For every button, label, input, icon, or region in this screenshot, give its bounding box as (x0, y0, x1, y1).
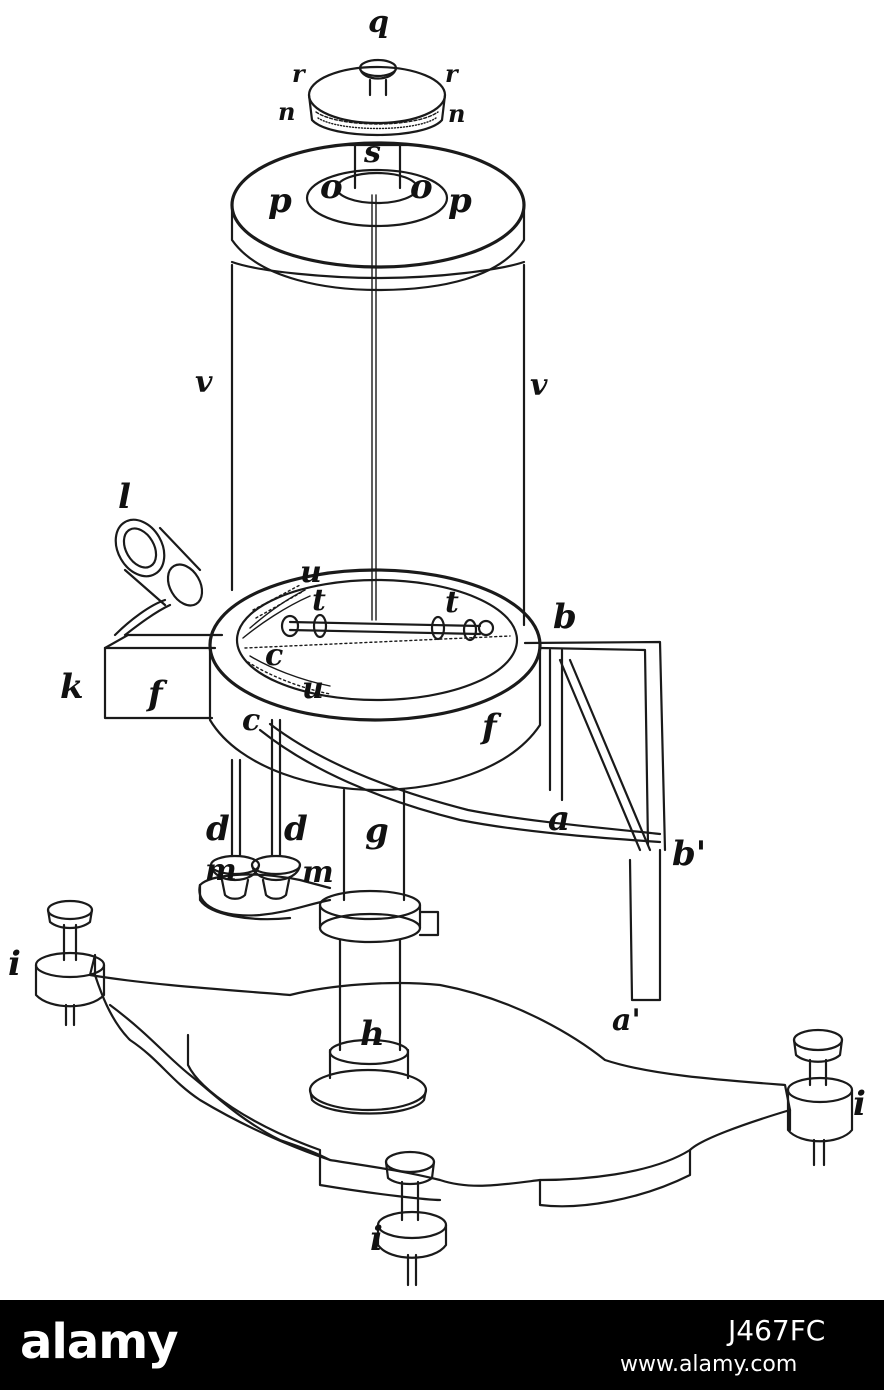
label-b: b (553, 597, 577, 637)
stock-url: www.alamy.com (620, 1352, 798, 1377)
deflection-arm (258, 640, 667, 1002)
label-i-front: i (370, 1219, 383, 1259)
label-q: q (368, 5, 389, 40)
label-k: k (60, 667, 84, 707)
watermark-footer: alamy J467FC www.alamy.com (0, 1300, 884, 1390)
torsion-balance-figure: q r r n n s o o p p v v l u t t b c k f … (8, 5, 866, 1287)
label-a-prime: a' (612, 1003, 641, 1038)
label-b-prime: b' (672, 834, 706, 874)
label-u-bottom: u (302, 671, 324, 706)
torsion-head (305, 58, 449, 228)
eyepiece (114, 518, 204, 607)
image-id: J467FC (728, 1314, 826, 1347)
label-r-right: r (445, 59, 460, 88)
label-c-upper: c (265, 638, 283, 673)
label-n-right: n (448, 99, 465, 128)
label-i-right: i (853, 1084, 866, 1124)
watermark-logo: alamy (20, 1314, 179, 1370)
label-i-left: i (8, 944, 21, 984)
lower-drum (208, 568, 542, 792)
base-plate (88, 953, 792, 1208)
side-box (103, 598, 224, 720)
label-t-left: t (312, 583, 326, 618)
apparatus-drawing: q r r n n s o o p p v v l u t t b c k f … (8, 5, 866, 1287)
label-c-lower: c (242, 703, 260, 738)
leveling-foot-left (34, 899, 106, 1027)
label-n-left: n (278, 97, 295, 126)
label-f-left: f (146, 674, 168, 714)
electrode-bracket (198, 718, 332, 921)
label-g: g (365, 811, 389, 851)
label-u-top: u (300, 555, 322, 590)
label-l: l (118, 477, 131, 517)
label-v-left: v (195, 365, 213, 400)
label-m-left: m (205, 853, 237, 888)
label-t-right: t (445, 585, 459, 620)
label-m-right: m (302, 855, 334, 890)
leveling-foot-right (786, 1028, 854, 1167)
label-r-left: r (292, 59, 307, 88)
label-d-right: d (284, 809, 308, 849)
label-a: a (548, 799, 570, 839)
label-h: h (360, 1014, 385, 1054)
pillar (308, 788, 440, 1115)
label-s: s (363, 135, 381, 170)
label-p-right: p (448, 181, 472, 221)
label-o-left: o (320, 167, 343, 207)
label-f-right: f (480, 707, 502, 747)
glass-cylinder (230, 141, 526, 627)
label-p-left: p (268, 181, 292, 221)
label-d-left: d (206, 809, 230, 849)
leveling-foot-front (376, 1150, 448, 1287)
label-v-right: v (530, 368, 548, 403)
label-o-right: o (410, 167, 433, 207)
